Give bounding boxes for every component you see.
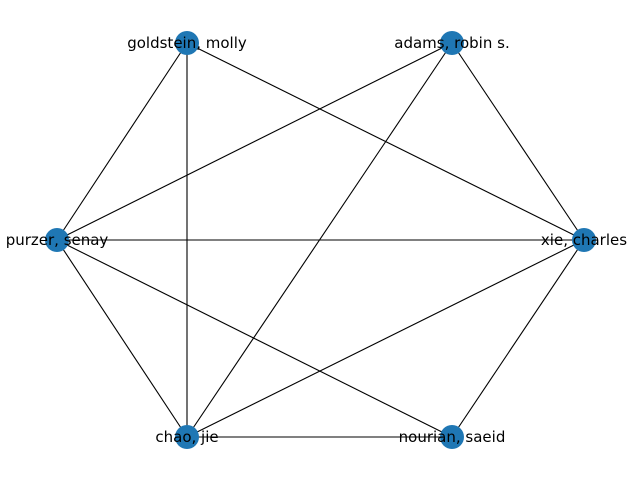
node-adams [440, 31, 464, 55]
edge-goldstein-purzer [56, 42, 188, 241]
edge-layer [56, 42, 585, 438]
node-purzer [45, 228, 69, 252]
node-chao [175, 425, 199, 449]
edge-adams-purzer [56, 42, 453, 241]
node-nourian [440, 425, 464, 449]
edge-xie-chao [186, 239, 585, 438]
edge-purzer-chao [56, 239, 188, 438]
edge-purzer-nourian [56, 239, 453, 438]
node-layer [45, 31, 596, 449]
edge-xie-nourian [451, 239, 585, 438]
node-goldstein [175, 31, 199, 55]
node-label-nourian: nourian, saeid [399, 428, 506, 446]
edge-adams-xie [451, 42, 585, 241]
node-xie [572, 228, 596, 252]
node-label-xie: xie, charles [541, 231, 627, 249]
label-layer: goldstein, molly adams, robin s. purzer, s… [6, 34, 628, 446]
node-label-goldstein: goldstein, molly [127, 34, 247, 52]
node-label-chao: chao, jie [155, 428, 218, 446]
node-label-purzer: purzer, senay [6, 231, 109, 249]
node-label-adams: adams, robin s. [394, 34, 509, 52]
